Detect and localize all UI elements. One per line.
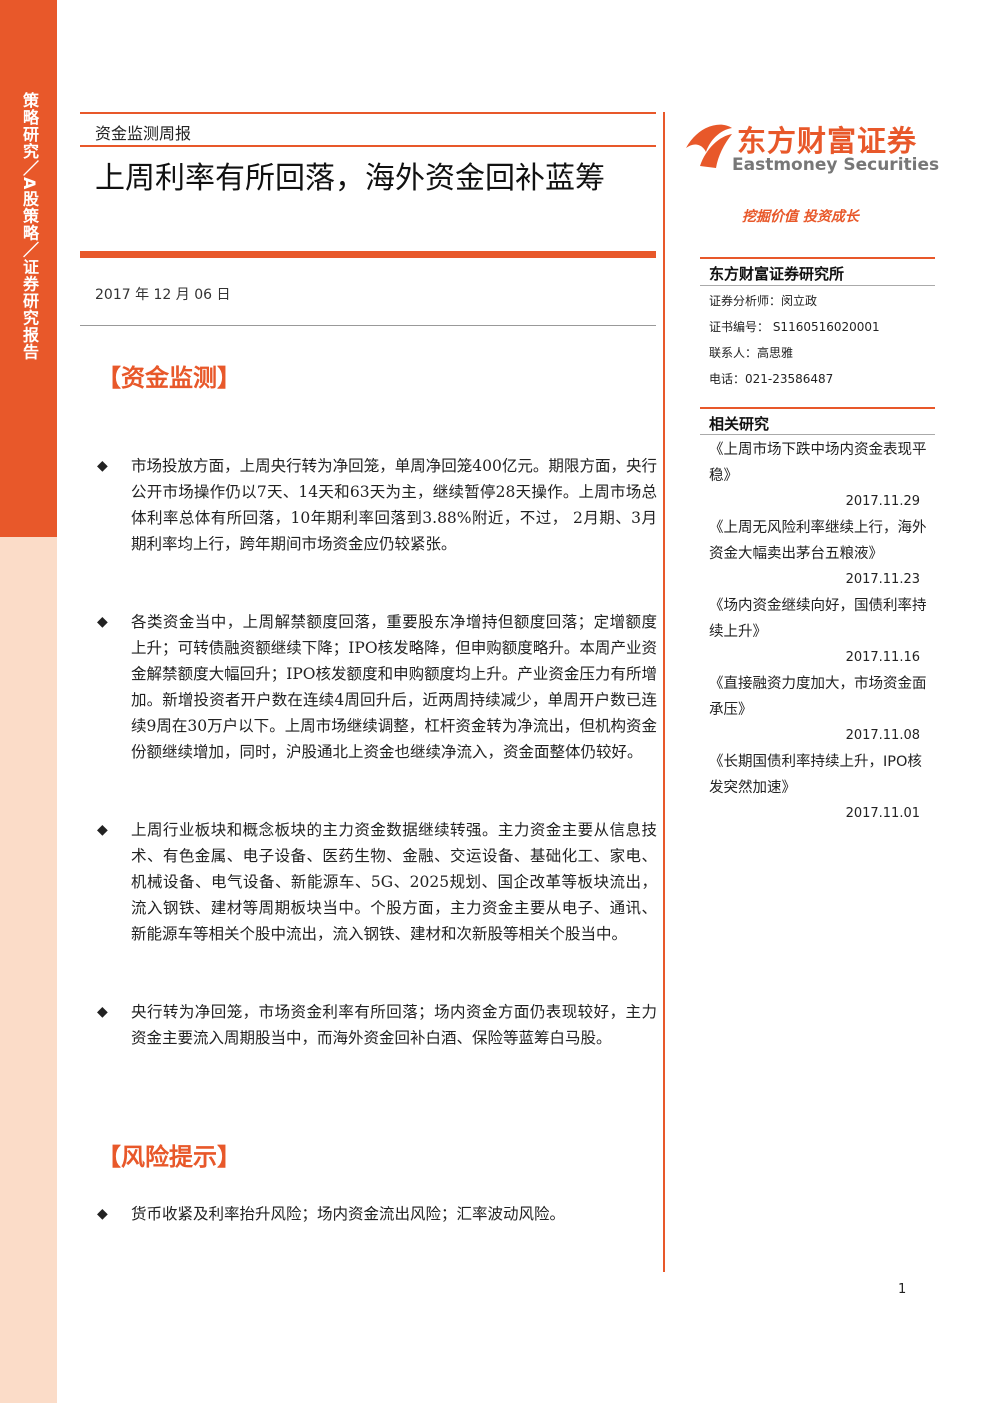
brand-slogan: 挖掘价值 投资成长 [742, 209, 859, 225]
bullet-item: ◆ 市场投放方面，上周央行转为净回笼，单周净回笼400亿元。期限方面，央行公开市… [97, 453, 657, 557]
related-heading: 相关研究 [709, 415, 770, 433]
bullet-text: 各类资金当中，上周解禁额度回落，重要股东净增持但额度回落；定增额度上升；可转债融… [131, 613, 657, 761]
diamond-icon: ◆ [97, 1004, 108, 1020]
related-item-date: 2017.11.29 [845, 494, 920, 509]
brand-name-cn: 东方财富证券 [737, 124, 918, 158]
brand-logo-icon [686, 124, 732, 168]
page-number: 1 [898, 1282, 907, 1297]
header-rule-mid [80, 145, 656, 147]
header-rule-top [80, 112, 656, 114]
related-item-title[interactable]: 《上周无风险利率继续上行，海外资金大幅卖出茅台五粮液》 [709, 520, 927, 562]
related-item-date: 2017.11.16 [845, 650, 920, 665]
diamond-icon: ◆ [97, 614, 108, 630]
institute-name: 东方财富证券研究所 [709, 265, 845, 283]
page-title: 上周利率有所回落，海外资金回补蓝筹 [95, 161, 605, 196]
related-item-title[interactable]: 《长期国债利率持续上升，IPO核发突然加速》 [709, 754, 922, 796]
diamond-icon: ◆ [97, 458, 108, 474]
section-title-risk: 【风险提示】 [97, 1142, 241, 1171]
related-item-title[interactable]: 《上周市场下跌中场内资金表现平稳》 [709, 442, 927, 484]
bullet-text: 上周行业板块和概念板块的主力资金数据继续转强。主力资金主要从信息技术、有色金属、… [131, 821, 657, 943]
related-item-title[interactable]: 《直接融资力度加大，市场资金面承压》 [709, 676, 927, 718]
column-divider [663, 112, 665, 1272]
institute-rule-top [700, 257, 935, 259]
related-item-date: 2017.11.23 [845, 572, 920, 587]
date-rule [80, 325, 656, 326]
risk-item: ◆ 货币收紧及利率抬升风险；场内资金流出风险；汇率波动风险。 [97, 1201, 657, 1227]
title-rule [80, 251, 656, 258]
related-rule-bottom [700, 434, 935, 435]
bullet-item: ◆ 各类资金当中，上周解禁额度回落，重要股东净增持但额度回落；定增额度上升；可转… [97, 609, 657, 765]
diamond-icon: ◆ [97, 1206, 108, 1222]
contact: 联系人：高思雅 [709, 346, 794, 360]
related-item-date: 2017.11.01 [845, 806, 920, 821]
report-date: 2017 年 12 月 06 日 [95, 287, 231, 303]
related-item-title[interactable]: 《场内资金继续向好，国债利率持续上升》 [709, 598, 927, 640]
institute-rule-bottom [700, 285, 935, 286]
cert-number: 证书编号： S1160516020001 [709, 320, 880, 334]
phone: 电话：021-23586487 [709, 372, 834, 386]
related-item-date: 2017.11.08 [845, 728, 920, 743]
diamond-icon: ◆ [97, 822, 108, 838]
bullet-item: ◆ 央行转为净回笼，市场资金利率有所回落；场内资金方面仍表现较好，主力资金主要流… [97, 999, 657, 1051]
section-title-monitor: 【资金监测】 [97, 363, 241, 392]
brand-name-en: Eastmoney Securities [732, 155, 940, 175]
risk-text: 货币收紧及利率抬升风险；场内资金流出风险；汇率波动风险。 [131, 1205, 566, 1223]
report-type: 资金监测周报 [95, 124, 192, 143]
bullet-text: 市场投放方面，上周央行转为净回笼，单周净回笼400亿元。期限方面，央行公开市场操… [131, 457, 657, 553]
related-rule-top [700, 407, 935, 409]
sidebar-band-accent [0, 0, 57, 537]
sidebar-label: 策略研究／A股策略／证券研究报告 [20, 92, 39, 361]
bullet-item: ◆ 上周行业板块和概念板块的主力资金数据继续转强。主力资金主要从信息技术、有色金… [97, 817, 657, 947]
analyst: 证券分析师：闵立政 [709, 294, 818, 308]
bullet-text: 央行转为净回笼，市场资金利率有所回落；场内资金方面仍表现较好，主力资金主要流入周… [131, 1003, 657, 1047]
